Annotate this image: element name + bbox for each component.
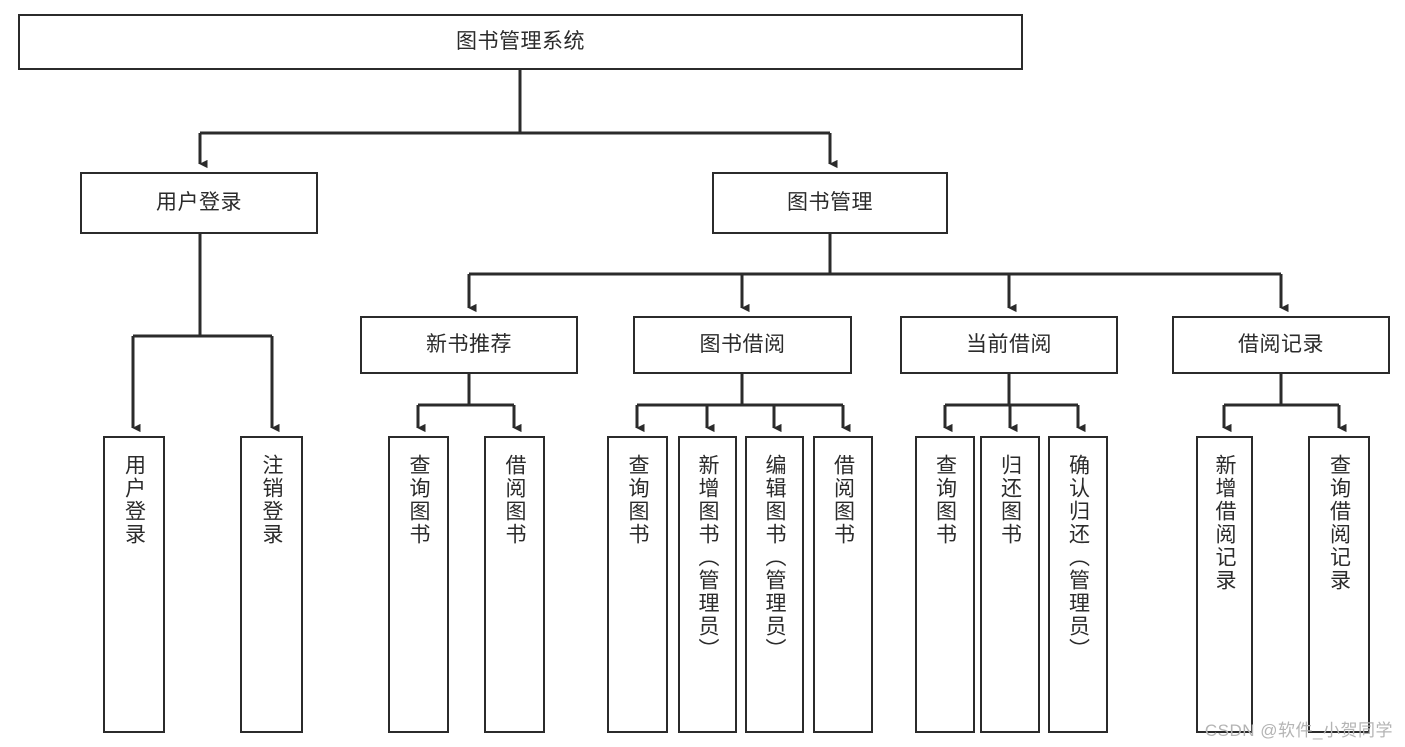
node-new-book-rec-label: 新书推荐	[426, 332, 512, 356]
node-leaf-return-book[interactable]: 归还图书	[980, 436, 1040, 733]
node-leaf-borrow-book-1[interactable]: 借阅图书	[484, 436, 545, 733]
node-leaf-confirm-return-label: 确认归还（管理员）	[1066, 454, 1090, 661]
node-leaf-add-book[interactable]: 新增图书（管理员）	[678, 436, 737, 733]
node-leaf-logout[interactable]: 注销登录	[240, 436, 303, 733]
node-new-book-rec[interactable]: 新书推荐	[360, 316, 578, 374]
node-borrow-record[interactable]: 借阅记录	[1172, 316, 1390, 374]
node-leaf-confirm-return[interactable]: 确认归还（管理员）	[1048, 436, 1108, 733]
node-user-login-label: 用户登录	[156, 190, 242, 214]
node-book-borrow-label: 图书借阅	[699, 332, 786, 356]
node-leaf-borrow-book-2-label: 借阅图书	[831, 454, 855, 546]
node-current-borrow-label: 当前借阅	[966, 332, 1052, 356]
node-leaf-user-login[interactable]: 用户登录	[103, 436, 165, 733]
node-leaf-borrow-book-1-label: 借阅图书	[503, 454, 526, 546]
node-leaf-add-book-label: 新增图书（管理员）	[696, 454, 719, 661]
node-book-manage-label: 图书管理	[787, 190, 873, 214]
node-leaf-query-book-1[interactable]: 查询图书	[388, 436, 449, 733]
node-leaf-query-record-label: 查询借阅记录	[1327, 454, 1351, 592]
node-leaf-query-book-3[interactable]: 查询图书	[915, 436, 975, 733]
node-borrow-record-label: 借阅记录	[1238, 332, 1324, 356]
node-leaf-edit-book-label: 编辑图书（管理员）	[763, 454, 786, 661]
node-leaf-query-record[interactable]: 查询借阅记录	[1308, 436, 1370, 733]
node-root-label: 图书管理系统	[456, 29, 585, 53]
node-leaf-query-book-3-label: 查询图书	[933, 454, 957, 546]
node-leaf-query-book-2[interactable]: 查询图书	[607, 436, 668, 733]
node-leaf-query-book-1-label: 查询图书	[407, 454, 430, 546]
node-leaf-logout-label: 注销登录	[260, 454, 283, 546]
node-book-manage[interactable]: 图书管理	[712, 172, 948, 234]
watermark: CSDN @软件_小贺同学	[1204, 721, 1393, 740]
node-leaf-edit-book[interactable]: 编辑图书（管理员）	[745, 436, 804, 733]
node-leaf-borrow-book-2[interactable]: 借阅图书	[813, 436, 873, 733]
node-book-borrow[interactable]: 图书借阅	[633, 316, 852, 374]
node-leaf-add-record-label: 新增借阅记录	[1213, 454, 1236, 592]
node-leaf-query-book-2-label: 查询图书	[626, 454, 649, 546]
node-current-borrow[interactable]: 当前借阅	[900, 316, 1118, 374]
node-leaf-add-record[interactable]: 新增借阅记录	[1196, 436, 1253, 733]
node-root[interactable]: 图书管理系统	[18, 14, 1023, 70]
node-user-login[interactable]: 用户登录	[80, 172, 318, 234]
node-leaf-return-book-label: 归还图书	[998, 454, 1022, 546]
node-leaf-user-login-label: 用户登录	[122, 454, 146, 546]
